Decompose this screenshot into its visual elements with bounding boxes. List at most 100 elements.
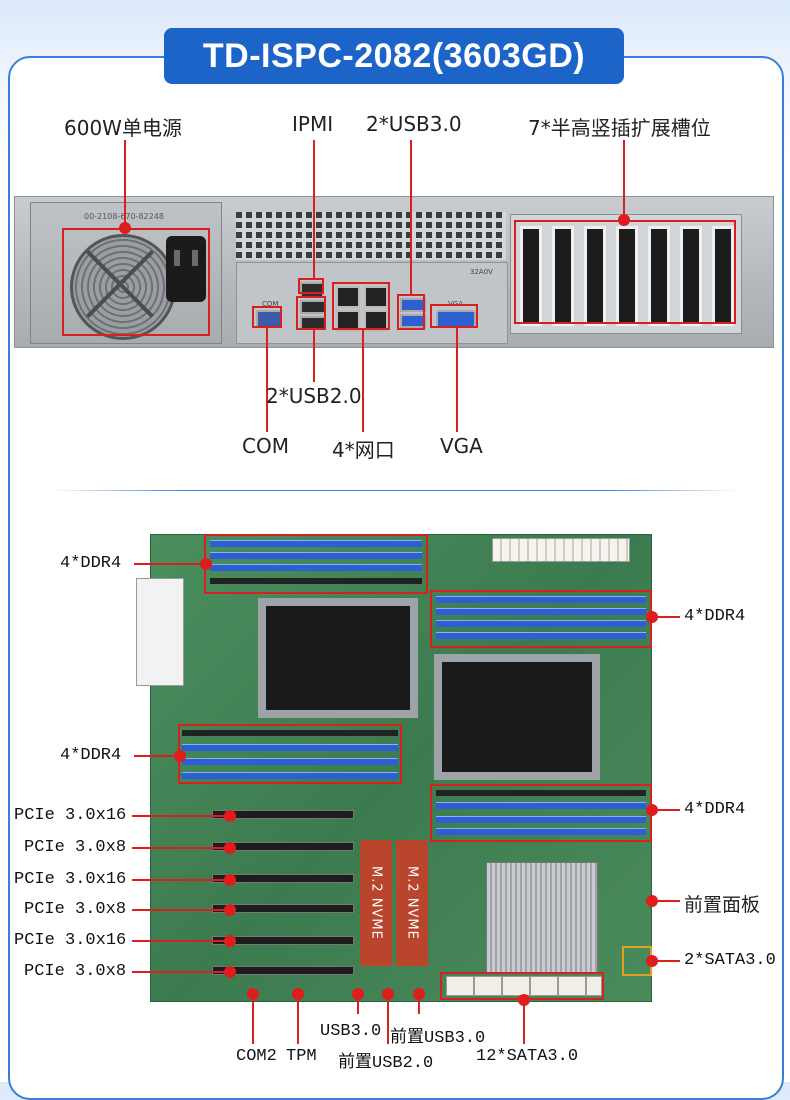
dimm-slot [436, 596, 646, 603]
dimm-slot [210, 540, 422, 547]
m2-nvme-slot: M.2 NVME [396, 840, 428, 966]
dimm-slot [436, 790, 646, 796]
sata-port [530, 976, 558, 996]
pcie-label: PCIe 3.0x8 [24, 838, 127, 857]
leader-line [134, 563, 206, 565]
atx-power-connector [492, 538, 630, 562]
rear-vent-grid [236, 212, 506, 260]
expansion-slot [552, 226, 574, 326]
usb30-label: USB3.0 [320, 1022, 382, 1041]
lan-port [364, 310, 388, 332]
dimm-slot [210, 578, 422, 584]
leader-line [132, 815, 228, 817]
front-usb30-label: 前置USB3.0 [390, 1029, 486, 1048]
rear-io-ports [136, 578, 184, 686]
sata-port [586, 976, 602, 996]
marker-dot [224, 935, 236, 947]
sata-port [446, 976, 474, 996]
lan-port [336, 286, 360, 308]
usb20-highlight [296, 296, 326, 330]
slots-leader [623, 140, 625, 220]
sata12-label: 12*SATA3.0 [476, 1047, 579, 1066]
sata-port [474, 976, 502, 996]
marker-dot [224, 966, 236, 978]
pcie-slot [212, 874, 354, 883]
leader-line [652, 900, 680, 902]
pcie-slot [212, 810, 354, 819]
lan-port [336, 310, 360, 332]
expansion-slot [648, 226, 670, 326]
dimm-group-highlight [204, 534, 428, 594]
expansion-slot [584, 226, 606, 326]
usb30-port [400, 314, 426, 328]
leader-line [132, 909, 228, 911]
lan-label: 4*网口 [332, 438, 395, 462]
ddr4-label: 4*DDR4 [684, 607, 746, 626]
cpu-socket [258, 598, 418, 718]
section-divider [50, 490, 740, 491]
vga-label: VGA [440, 434, 483, 458]
psu-highlight [62, 228, 210, 336]
usb20-leader [313, 330, 315, 382]
leader-line [132, 940, 228, 942]
marker-dot [224, 874, 236, 886]
marker-dot [224, 842, 236, 854]
usb30-label: 2*USB3.0 [366, 112, 462, 136]
power-silkscreen: 32A0V [470, 268, 493, 276]
dimm-group-highlight [430, 784, 652, 842]
chipset-heatsink [486, 862, 598, 974]
dimm-slot [182, 772, 398, 779]
ddr4-label: 4*DDR4 [60, 554, 122, 573]
com-leader [266, 328, 268, 432]
m2-nvme-slot: M.2 NVME [360, 840, 392, 966]
ipmi-leader [313, 140, 315, 280]
lan-highlight [332, 282, 390, 330]
psu-leader [124, 140, 126, 228]
sata-label: 2*SATA3.0 [684, 951, 776, 970]
page-title: TD-ISPC-2082(3603GD) [164, 28, 624, 84]
usb20-label: 2*USB2.0 [266, 384, 362, 408]
slots-highlight [514, 220, 736, 324]
com-highlight [252, 306, 282, 328]
vga-highlight [430, 304, 478, 328]
dimm-slot [436, 816, 646, 823]
pcie-slot [212, 966, 354, 975]
psu-label: 600W单电源 [64, 116, 182, 140]
dimm-slot [436, 828, 646, 835]
expansion-slot [520, 226, 542, 326]
dimm-slot [436, 632, 646, 639]
lan-port [364, 286, 388, 308]
expansion-slot [680, 226, 702, 326]
pcie-label: PCIe 3.0x8 [24, 962, 127, 981]
leader-line [387, 994, 389, 1044]
usb30-port [400, 298, 426, 312]
psu-silkscreen: 00-2108-670-82248 [84, 212, 164, 221]
pcie-label: PCIe 3.0x16 [14, 806, 127, 825]
usb30-leader [410, 140, 412, 294]
marker-dot [174, 750, 186, 762]
dimm-slot [210, 552, 422, 559]
expansion-slot [616, 226, 638, 326]
leader-line [132, 879, 228, 881]
leader-line [652, 809, 680, 811]
usb30-highlight [397, 294, 425, 330]
vga-leader [456, 328, 458, 432]
sata-port [502, 976, 530, 996]
com2-label: COM2 [236, 1047, 277, 1066]
slots-label: 7*半高竖插扩展槽位 [528, 116, 711, 140]
leader-line [132, 847, 228, 849]
power-socket [166, 236, 206, 302]
cpu-socket [434, 654, 600, 780]
pcie-label: PCIe 3.0x8 [24, 900, 127, 919]
ddr4-label: 4*DDR4 [684, 800, 746, 819]
leader-line [652, 960, 680, 962]
leader-line [297, 994, 299, 1044]
pcie-slot [212, 904, 354, 913]
dimm-slot [182, 758, 398, 765]
expansion-slot [712, 226, 734, 326]
pcie-label: PCIe 3.0x16 [14, 870, 127, 889]
dimm-group-highlight [178, 724, 402, 784]
leader-line [357, 994, 359, 1014]
leader-line [418, 994, 420, 1014]
leader-line [523, 1000, 525, 1044]
